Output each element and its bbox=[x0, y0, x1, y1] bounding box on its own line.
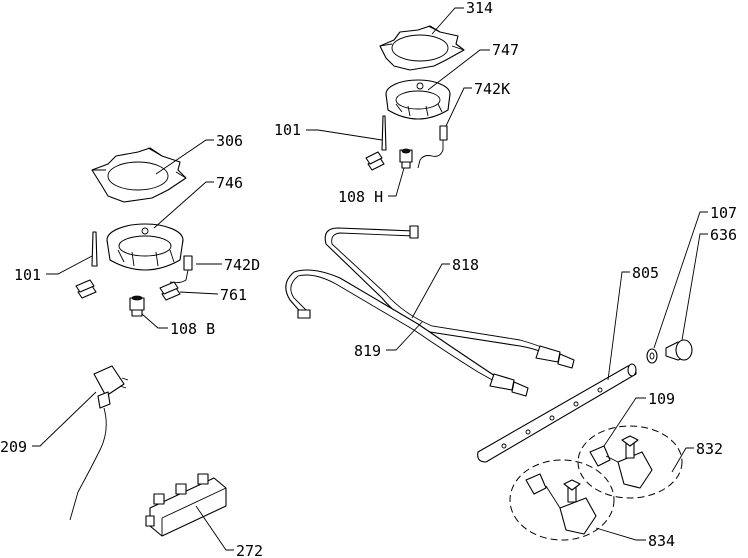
label-805: 805 bbox=[632, 264, 659, 282]
gas-valve-832 bbox=[589, 435, 653, 489]
label-109: 109 bbox=[648, 390, 675, 408]
washer-107 bbox=[646, 348, 658, 364]
leader-272 bbox=[195, 505, 234, 551]
burner-head-747 bbox=[385, 79, 451, 120]
label-209: 209 bbox=[0, 438, 27, 456]
label-108b: 108 B bbox=[170, 320, 215, 338]
manifold-rail-805 bbox=[477, 363, 637, 463]
leader-306 bbox=[155, 139, 214, 175]
leader-101-left bbox=[46, 255, 93, 275]
spark-electrode-101-left bbox=[75, 231, 98, 299]
leader-636 bbox=[681, 233, 708, 341]
leader-819 bbox=[386, 321, 423, 351]
leader-818 bbox=[411, 263, 450, 319]
injector-108h bbox=[399, 148, 413, 169]
valve-group-outline-834 bbox=[509, 459, 615, 541]
plug-screw-636 bbox=[665, 339, 693, 361]
valve-group-outline-832 bbox=[577, 425, 683, 499]
leader-108h bbox=[388, 167, 405, 197]
leader-742k bbox=[445, 87, 472, 127]
leader-747 bbox=[427, 49, 490, 91]
label-819: 819 bbox=[354, 342, 381, 360]
thermocouple-742k bbox=[417, 125, 448, 169]
gas-tube-819 bbox=[285, 269, 529, 397]
label-746: 746 bbox=[216, 174, 243, 192]
label-761: 761 bbox=[220, 286, 247, 304]
label-107: 107 bbox=[710, 204, 737, 222]
leader-108b bbox=[141, 313, 168, 329]
ignition-module-272 bbox=[145, 473, 227, 537]
leader-109 bbox=[603, 397, 646, 447]
injector-108b bbox=[129, 295, 145, 317]
burner-cap-314 bbox=[379, 25, 465, 71]
leader-746 bbox=[153, 181, 214, 229]
label-108h: 108 H bbox=[338, 188, 383, 206]
leader-832 bbox=[671, 447, 694, 473]
leader-209 bbox=[32, 391, 97, 447]
leader-834 bbox=[595, 527, 646, 541]
label-101-top: 101 bbox=[274, 121, 301, 139]
label-306: 306 bbox=[216, 132, 243, 150]
label-101-left: 101 bbox=[14, 266, 41, 284]
label-747: 747 bbox=[492, 41, 519, 59]
label-742k: 742K bbox=[474, 80, 510, 98]
label-636: 636 bbox=[710, 226, 737, 244]
clip-761 bbox=[159, 281, 181, 301]
gas-valve-834 bbox=[525, 473, 597, 535]
label-314: 314 bbox=[466, 0, 493, 17]
leader-805 bbox=[607, 271, 630, 381]
leader-314 bbox=[431, 7, 464, 35]
leader-107 bbox=[653, 211, 708, 349]
spark-electrode-101-top bbox=[365, 115, 387, 171]
burner-head-746 bbox=[106, 223, 184, 271]
label-832: 832 bbox=[696, 440, 723, 458]
mains-plug-209 bbox=[69, 365, 129, 521]
label-742d: 742D bbox=[224, 256, 260, 274]
leader-101-top bbox=[306, 129, 383, 141]
leader-761 bbox=[179, 291, 219, 295]
burner-cap-306 bbox=[91, 147, 187, 203]
label-272: 272 bbox=[236, 542, 263, 558]
label-834: 834 bbox=[648, 532, 675, 550]
label-818: 818 bbox=[452, 256, 479, 274]
